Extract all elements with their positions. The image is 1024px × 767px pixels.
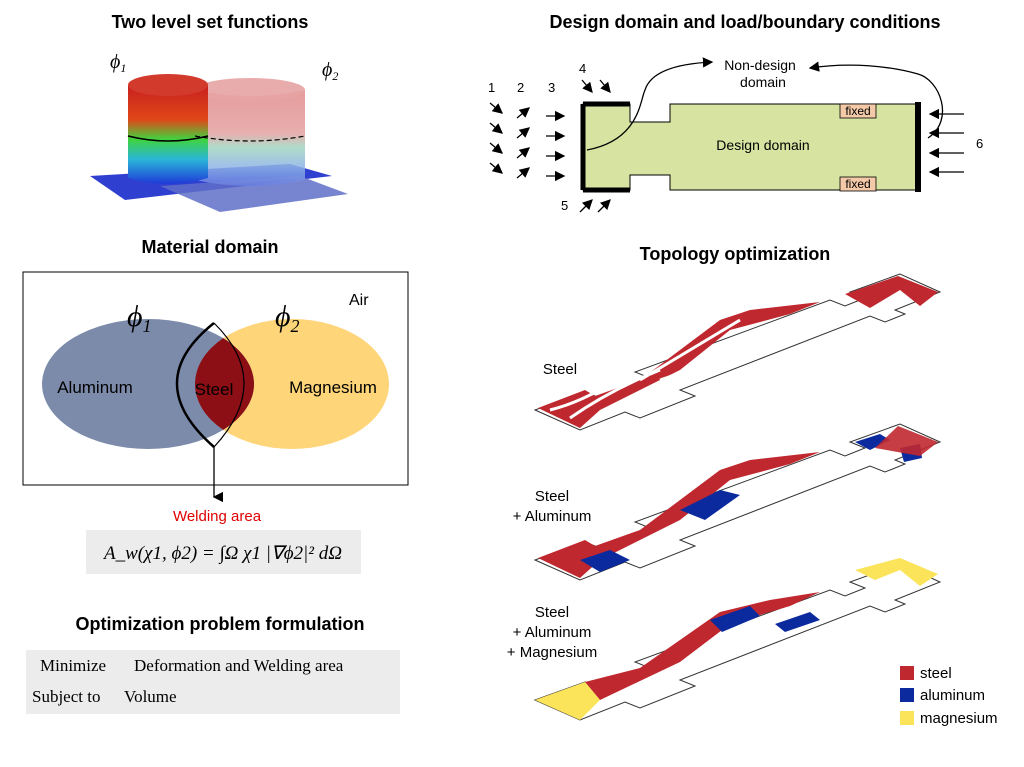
case-label-2-line2: + Aluminum	[513, 508, 592, 525]
load-number-1: 1	[488, 80, 495, 95]
cylinder-phi2-top	[195, 78, 305, 102]
legend-label-aluminum: aluminum	[920, 687, 985, 704]
welding-formula: A_w(χ1, ϕ2) = ∫Ω χ1 |∇ϕ2|² dΩ	[102, 543, 342, 565]
air-label: Air	[349, 292, 369, 309]
load-number-3: 3	[548, 80, 555, 95]
cylinder-phi1-top	[128, 74, 208, 96]
magnesium-label: Magnesium	[289, 378, 377, 397]
formulation-value-minimize: Deformation and Welding area	[134, 656, 344, 675]
legend-swatch-magnesium	[900, 711, 914, 725]
non-design-label-1: Non-design	[724, 57, 796, 73]
formula-box	[86, 530, 361, 574]
phi2-label: ϕ2	[322, 59, 338, 83]
topology-legend: steel aluminum magnesium	[900, 665, 998, 727]
legend-label-magnesium: magnesium	[920, 710, 998, 727]
topology-title: Topology optimization	[639, 244, 831, 264]
load-3-arrows	[546, 110, 566, 182]
design-domain-label: Design domain	[716, 137, 809, 153]
load-2-arrows	[516, 107, 530, 179]
load-number-5: 5	[561, 198, 568, 213]
formulation-value-subject: Volume	[124, 687, 177, 706]
formulation-key-subject: Subject to	[32, 687, 101, 706]
steel-boundary-right	[213, 322, 245, 448]
design-domain-title: Design domain and load/boundary conditio…	[549, 12, 941, 32]
topology-case-steel	[534, 273, 941, 431]
material-domain-title: Material domain	[141, 237, 279, 257]
aluminum-label: Aluminum	[57, 378, 133, 397]
legend-swatch-aluminum	[900, 688, 914, 702]
load-5-arrows	[579, 199, 611, 213]
cylinder-phi2	[195, 90, 305, 186]
formulation-table: Minimize Deformation and Welding area Su…	[26, 650, 400, 714]
load-number-2: 2	[517, 80, 524, 95]
case-label-steel: Steel	[543, 361, 577, 378]
right-boundary	[915, 102, 921, 192]
steel-label: Steel	[195, 380, 234, 399]
legend-label-steel: steel	[920, 665, 952, 682]
load-6-arrows	[928, 108, 964, 178]
topology-case-steel-aluminum	[534, 423, 941, 581]
case-label-2-line1: Steel	[535, 488, 569, 505]
non-design-label-2: domain	[740, 74, 786, 90]
aluminum-region	[42, 319, 254, 449]
load-4-arrows	[581, 79, 611, 93]
phi1-label: ϕ1	[110, 51, 126, 75]
steel-boundary-left	[175, 322, 215, 448]
fixed-label-bottom: fixed	[845, 177, 870, 191]
level-set-plane-2	[160, 176, 348, 212]
welding-area-label: Welding area	[173, 508, 262, 525]
case-label-3-line2: + Aluminum	[513, 624, 592, 641]
design-domain-figure: fixed fixed Design domain Non-design dom…	[488, 57, 983, 213]
non-design-arrow-left	[586, 57, 714, 151]
level-set-title: Two level set functions	[111, 12, 309, 32]
cylinder-phi1	[128, 85, 208, 184]
magnesium-region	[195, 319, 389, 449]
load-number-4: 4	[579, 61, 586, 76]
load-number-6: 6	[976, 136, 983, 151]
topology-case-steel-aluminum-magnesium	[534, 558, 941, 721]
non-design-arrow-right	[808, 61, 944, 139]
case-label-3-line1: Steel	[535, 604, 569, 621]
material-domain-figure: Air Aluminum Steel Magnesium ϕ1 ϕ2 Weldi…	[22, 271, 409, 574]
fixed-label-top: fixed	[845, 104, 870, 118]
zero-contour-phi2	[194, 135, 306, 142]
zero-contour-phi1	[127, 135, 209, 142]
level-set-figure: ϕ1 ϕ2	[90, 51, 348, 212]
material-phi1-label: ϕ1	[127, 300, 152, 336]
fixed-box-top	[839, 103, 877, 119]
load-1-arrows	[489, 102, 503, 174]
formulation-key-minimize: Minimize	[40, 656, 107, 675]
fixed-box-bottom	[839, 176, 877, 192]
material-phi2-label: ϕ2	[275, 300, 300, 336]
optimization-title: Optimization problem formulation	[75, 614, 365, 634]
case-label-3-line3: + Magnesium	[507, 644, 597, 661]
legend-swatch-steel	[900, 666, 914, 680]
topology-figure: Steel Steel + Aluminum Steel + Aluminum …	[507, 273, 998, 727]
